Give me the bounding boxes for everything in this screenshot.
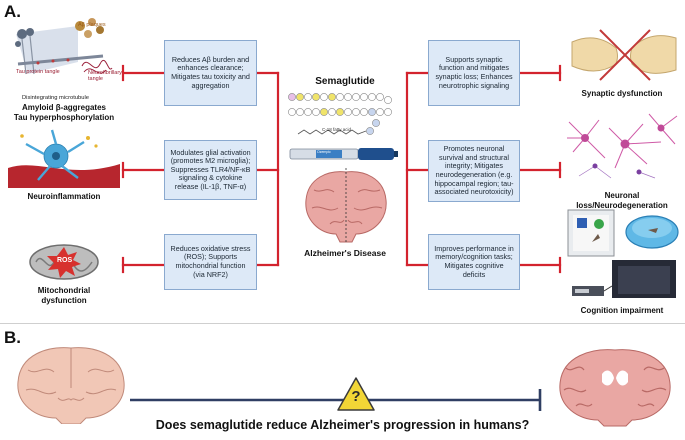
water-maze-icon [625,215,679,249]
progression-inhibition-arrow [130,389,542,411]
cognition-test-illustration [567,209,679,298]
panel-b-letter: B. [4,328,21,347]
ros-burst-icon [47,247,81,278]
mitochondria-caption: Mitochondrial dysfunction [37,286,91,305]
semaglutide-title: Semaglutide [315,76,375,87]
amyloid-tau-illustration [15,18,113,75]
ad-brain-icon [305,168,387,244]
synapse-cross-icon [599,29,651,81]
neuroinflammation-caption: Neuroinflammation [27,192,101,201]
neuroinflammation-illustration [8,129,120,188]
panel-divider [0,323,685,324]
box-synaptic-effect: Supports synaptic function and mitigates… [428,40,520,106]
semaglutide-structure [288,93,392,135]
inhibition-connectors [121,64,562,274]
fear-conditioning-chamber-icon [572,260,676,298]
neuronal-caption: Neuronal loss/Neurodegeneration [576,191,668,210]
box-cognition-effect: Improves performance in memory/cognition… [428,234,520,290]
neurons-illustration [567,113,678,179]
synaptic-caption: Synaptic dysfunction [581,89,663,98]
microtubule-label: Disintegrating microtubule [22,95,90,101]
box-amyloid-effect: Reduces Aβ burden and enhances clearance… [164,40,257,106]
pen-label: Ozempic [317,150,331,154]
ad-brain-label: Alzheimer's Disease [304,248,386,258]
synapse-illustration [571,29,677,81]
warning-symbol: ? [351,388,361,405]
atrophied-brain-icon [559,349,671,427]
panel-a-letter: A. [4,2,21,21]
cognition-caption: Cognition impairment [580,306,664,315]
box-inflammation-effect: Modulates glial activation (promotes M2 … [164,140,257,200]
mitochondrion-illustration [29,244,99,280]
amyloid-caption: Amyloid β-aggregates Tau hyperphosphoryl… [13,103,115,122]
fatty-acid-label: C-18 fatty acid [322,127,352,132]
ros-label: ROS [57,257,73,264]
abeta-label: Aβ plaques [78,22,106,28]
warning-triangle-icon [337,377,375,411]
healthy-brain-icon [17,347,125,424]
abeta-plaques-icon [75,18,104,38]
tau-tangle-label: Tau protein tangle [16,69,60,75]
nft-label: Neurofibrillary tangle [88,70,122,82]
neuron-soma-icon [581,124,665,149]
object-recognition-box-icon [567,209,615,257]
box-neuronal-effect: Promotes neuronal survival and structura… [428,140,520,202]
box-mitochondria-effect: Reduces oxidative stress (ROS); Supports… [164,234,257,290]
neurofibrillary-tangle-icon [81,59,113,74]
injection-pen-icon [289,148,398,160]
bottom-question: Does semaglutide reduce Alzheimer's prog… [155,418,530,432]
